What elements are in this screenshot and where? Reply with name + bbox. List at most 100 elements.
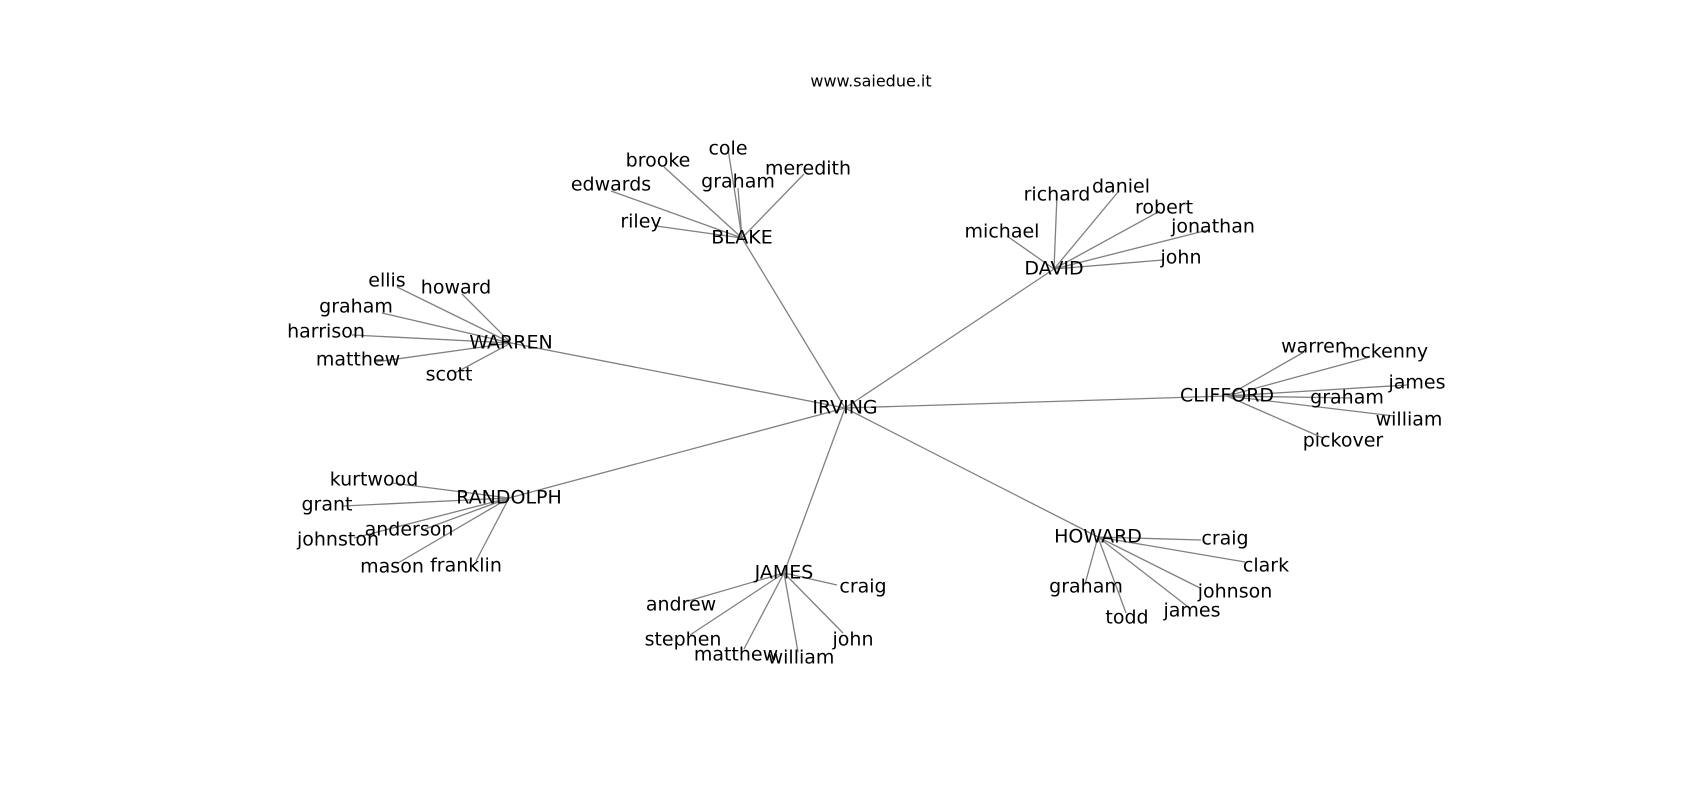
edge-branch-leaf <box>454 342 512 374</box>
leaf-node-label: graham <box>319 296 393 318</box>
leaf-node-label: riley <box>620 211 661 233</box>
leaf-node-label: kurtwood <box>330 469 419 491</box>
edge-branch-leaf <box>1226 356 1371 397</box>
branch-node-label: BLAKE <box>711 227 773 249</box>
leaf-node-label: william <box>1376 409 1443 431</box>
edge-branch-leaf <box>783 572 799 653</box>
edge-branch-leaf <box>1053 229 1209 270</box>
branch-node-label: DAVID <box>1024 258 1083 280</box>
edge-branch-leaf <box>353 497 510 539</box>
edge-branch-leaf <box>1226 384 1408 397</box>
leaf-node-label: ellis <box>368 270 405 292</box>
edge-branch-leaf <box>396 286 512 344</box>
leaf-node-label: matthew <box>694 644 778 666</box>
edge-branch-leaf <box>783 572 838 586</box>
leaf-node-label: meredith <box>765 158 851 180</box>
edge-branch-leaf <box>727 148 743 239</box>
leaf-node-label: john <box>832 629 874 651</box>
branch-node-label: HOWARD <box>1054 526 1142 548</box>
edge-root-branch <box>510 342 846 409</box>
leaf-node-label: mckenny <box>1342 341 1428 363</box>
edge-branch-leaf <box>391 482 510 499</box>
branch-node-label: WARREN <box>469 332 552 354</box>
leaf-node-label: craig <box>839 576 886 598</box>
leaf-node-label: graham <box>701 171 775 193</box>
leaf-node-label: todd <box>1105 607 1148 629</box>
edge-branch-leaf <box>689 572 785 636</box>
leaf-node-label: mason <box>360 556 424 578</box>
edge-branch-leaf <box>351 334 512 344</box>
leaf-node-label: scott <box>426 364 473 386</box>
edge-root-branch <box>741 237 846 409</box>
leaf-node-label: andrew <box>646 594 716 616</box>
edge-root-branch <box>508 407 846 499</box>
edge-layer <box>342 148 1408 653</box>
edge-branch-leaf <box>1053 191 1119 270</box>
edge-branch-leaf <box>374 342 512 363</box>
edge-branch-leaf <box>1053 194 1058 270</box>
leaf-node-label: matthew <box>316 349 400 371</box>
edge-branch-leaf <box>663 166 743 239</box>
leaf-node-label: graham <box>1049 576 1123 598</box>
edge-branch-leaf <box>743 572 785 650</box>
leaf-node-label: william <box>768 647 835 669</box>
edge-branch-leaf <box>1053 259 1164 270</box>
edge-root-branch <box>783 407 846 574</box>
leaf-node-label: james <box>1162 600 1220 622</box>
leaf-node-label: michael <box>965 221 1040 243</box>
leaf-node-label: graham <box>1310 387 1384 409</box>
edge-branch-leaf <box>1006 235 1055 270</box>
edge-branch-leaf <box>741 173 805 239</box>
leaf-node-label: howard <box>421 277 491 299</box>
edge-branch-leaf <box>397 497 510 564</box>
edge-branch-leaf <box>610 190 743 239</box>
leaf-node-label: stephen <box>645 629 722 651</box>
leaf-node-label: anderson <box>365 519 454 541</box>
branch-node-label: RANDOLPH <box>456 487 562 509</box>
leaf-node-label: john <box>1160 247 1202 269</box>
edge-branch-leaf <box>381 312 512 344</box>
edge-root-branch <box>844 395 1228 409</box>
leaf-node-label: warren <box>1281 336 1347 358</box>
edge-branch-leaf <box>783 572 844 634</box>
edge-branch-leaf <box>687 572 785 602</box>
root-node-label: IRVING <box>812 397 877 419</box>
diagram-title: www.saiedue.it <box>810 72 931 91</box>
leaf-node-label: richard <box>1024 184 1091 206</box>
leaf-node-label: brooke <box>626 150 691 172</box>
edge-branch-leaf <box>461 293 512 344</box>
branch-node-label: CLIFFORD <box>1180 385 1274 407</box>
leaf-node-label: cole <box>708 138 747 160</box>
edge-branch-leaf <box>1226 395 1353 399</box>
edge-branch-leaf <box>1097 536 1188 607</box>
branch-node-label: JAMES <box>754 562 814 584</box>
edge-branch-leaf <box>342 497 510 507</box>
label-layer: www.saiedue.it IRVING BLAKE cole brooke grah… <box>287 72 1445 669</box>
edge-branch-leaf <box>1097 536 1246 563</box>
leaf-node-label: franklin <box>430 555 502 577</box>
edge-root-branch <box>844 268 1055 409</box>
edge-branch-leaf <box>1226 395 1395 417</box>
leaf-node-label: grant <box>301 494 352 516</box>
leaf-node-label: robert <box>1135 197 1193 219</box>
edge-branch-leaf <box>1226 395 1324 439</box>
edge-branch-leaf <box>1053 210 1161 270</box>
edge-branch-leaf <box>1226 351 1305 397</box>
edge-root-branch <box>844 407 1099 538</box>
edge-branch-leaf <box>655 225 743 239</box>
leaf-node-label: james <box>1387 372 1445 394</box>
edge-branch-leaf <box>1084 536 1099 585</box>
edge-branch-leaf <box>475 497 510 562</box>
leaf-node-label: craig <box>1201 528 1248 550</box>
leaf-node-label: daniel <box>1092 176 1150 198</box>
edge-branch-leaf <box>1097 536 1127 614</box>
leaf-node-label: edwards <box>571 174 651 196</box>
edge-branch-leaf <box>1097 536 1201 589</box>
leaf-node-label: jonathan <box>1170 216 1255 238</box>
leaf-node-label: johnson <box>1197 581 1273 603</box>
edge-branch-leaf <box>424 497 510 530</box>
edge-branch-leaf <box>737 187 743 239</box>
leaf-node-label: clark <box>1243 555 1289 577</box>
leaf-node-label: harrison <box>287 321 365 343</box>
